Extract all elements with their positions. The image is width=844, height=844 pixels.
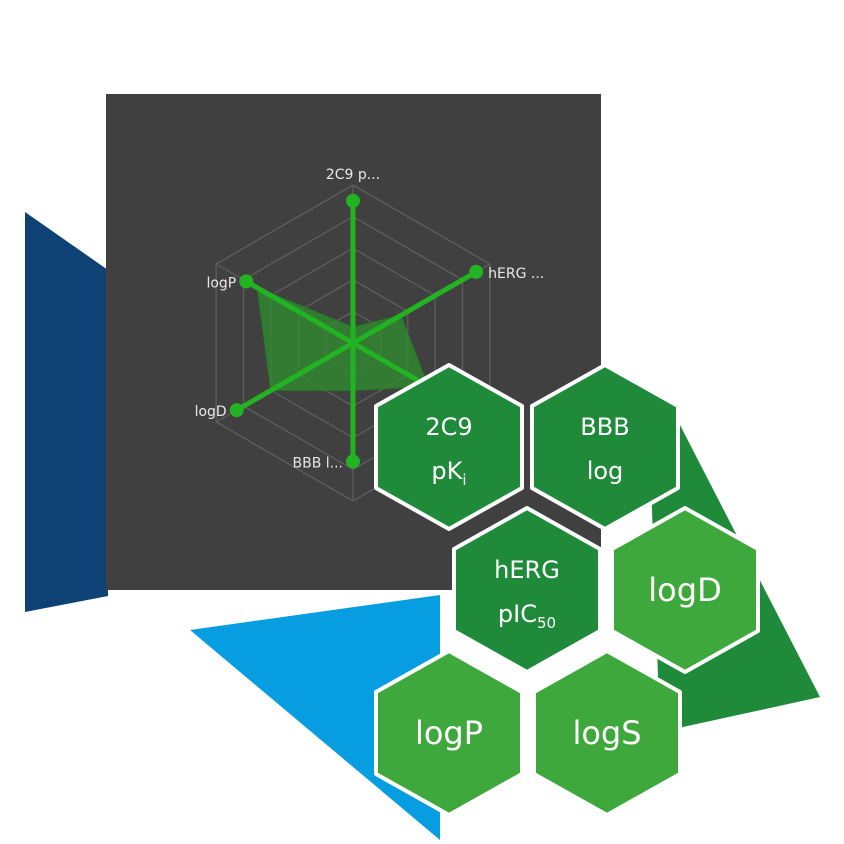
radar-point: [346, 454, 360, 469]
hexagon-label: logP: [415, 714, 483, 752]
radar-axis-label: logD: [195, 404, 227, 420]
radar-point: [346, 193, 360, 208]
hexagon-bbb: BBB log: [530, 363, 680, 531]
hexagon-logd: logD: [610, 506, 760, 674]
radar-series-line: [243, 278, 356, 346]
hexagon-shape: [530, 363, 680, 531]
hexagon-label-line1: 2C9: [425, 413, 472, 441]
hexagon-label-subscript: 50: [537, 614, 556, 632]
hexagon-logs: logS: [532, 649, 682, 817]
blue-background-shape: [190, 595, 440, 840]
radar-point: [469, 264, 484, 279]
radar-point: [239, 274, 254, 289]
hexagon-label-line1: BBB: [580, 413, 629, 441]
hexagon-label: logS: [572, 714, 641, 752]
hexagon-shape: [610, 506, 760, 674]
radar-series-line: [234, 340, 356, 413]
hexagon-shape: [452, 506, 602, 674]
hexagon-shape: [374, 649, 524, 817]
hexagon-herg: hERG pIC50: [452, 506, 602, 674]
radar-axis-label: 2C9 p...: [326, 167, 380, 183]
hexagon-label: logD: [648, 571, 721, 609]
hexagon-label-line2: log: [587, 457, 624, 485]
hexagon-logp: logP: [374, 649, 524, 817]
hexagon-2c9: 2C9 pKi: [374, 363, 524, 531]
hexagon-shape: [374, 363, 524, 531]
hexagon-shape: [532, 649, 682, 817]
hexagon-label-line2: pIC50: [498, 600, 556, 632]
radar-series-line: [350, 269, 479, 346]
radar-axis-label: logP: [206, 275, 236, 291]
radar-point: [229, 403, 244, 418]
hexagon-label-line2: pKi: [431, 457, 466, 489]
hexagon-label-line1: hERG: [494, 556, 560, 584]
navy-background-shape: [25, 212, 108, 612]
property-hexagon-cluster: 2C9 pKi BBB log hERG pIC50 logD logP logS: [374, 363, 760, 817]
hexagon-label-subscript: i: [462, 471, 466, 489]
radar-axis-label: BBB l...: [292, 456, 343, 472]
radar-axis-label: hERG ...: [488, 266, 544, 282]
